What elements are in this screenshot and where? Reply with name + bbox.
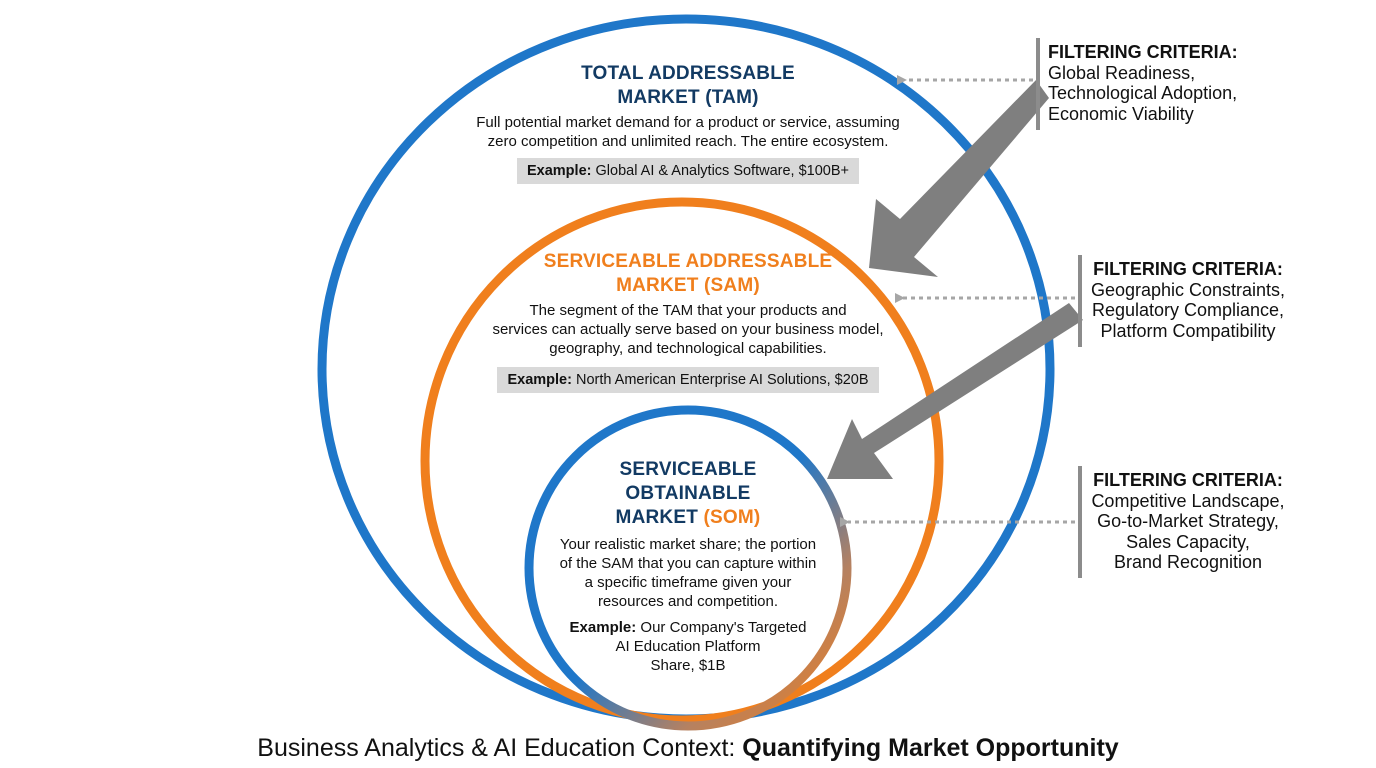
som-title-line1: SERVICEABLE [619,459,757,480]
som-description-line: of the SAM that you can capture within [559,555,817,572]
sam-example-label: Example: [507,372,572,388]
sam-filtering-criteria: FILTERING CRITERIA: Geographic Constrain… [1088,259,1288,341]
tam-description-line: zero competition and unlimited reach. Th… [487,133,889,150]
sam-block: SERVICEABLE ADDRESSABLE MARKET (SAM) The… [438,250,938,393]
criteria-item: Economic Viability [1048,103,1194,124]
criteria-item: Competitive Landscape, [1091,490,1285,511]
criteria-heading: FILTERING CRITERIA: [1093,470,1283,490]
criteria-item: Technological Adoption, [1048,83,1238,103]
footer-emphasis: Quantifying Market Opportunity [742,734,1119,762]
som-example-line: Share, $1B [650,657,726,674]
sam-description-line: services can actually serve based on you… [492,321,884,338]
tam-block: TOTAL ADDRESSABLE MARKET (TAM) Full pote… [438,62,938,184]
footer-context: Business Analytics & AI Education Contex… [257,734,743,762]
sam-title-line1: SERVICEABLE ADDRESSABLE [543,251,833,272]
tam-title-line2: MARKET (TAM) [617,87,759,108]
som-title-line3: MARKET (SOM) [538,506,838,530]
criteria-item: Geographic Constraints, [1090,279,1286,300]
tam-description-line: Full potential market demand for a produ… [476,114,900,131]
som-description-line: Your realistic market share; the portion [559,536,817,553]
som-description-line: resources and competition. [597,593,779,610]
som-filtering-criteria: FILTERING CRITERIA: Competitive Landscap… [1088,470,1288,573]
criteria-divider [1078,255,1082,347]
criteria-item: Global Readiness, [1048,62,1196,83]
sam-description: The segment of the TAM that your product… [438,301,938,358]
sam-circle [420,197,944,725]
som-description: Your realistic market share; the portion… [538,535,838,611]
criteria-heading: FILTERING CRITERIA: [1048,42,1238,62]
sam-description-line: geography, and technological capabilitie… [549,340,827,357]
sam-title: SERVICEABLE ADDRESSABLE MARKET (SAM) [438,250,938,298]
som-example-line: Our Company's Targeted [640,619,807,636]
som-title: SERVICEABLE OBTAINABLE MARKET (SOM) [538,458,838,530]
som-example: Example: Our Company's Targeted AI Educa… [538,618,838,675]
sam-example-text: North American Enterprise AI Solutions, … [575,372,869,388]
som-block: SERVICEABLE OBTAINABLE MARKET (SOM) Your… [538,458,838,675]
sam-to-som-arrow [827,303,1083,479]
tam-title: TOTAL ADDRESSABLE MARKET (TAM) [438,62,938,110]
criteria-item: Go-to-Market Strategy, [1097,511,1279,531]
som-title-line2: OBTAINABLE [625,483,751,504]
criteria-item: Sales Capacity, [1126,531,1250,552]
tam-description: Full potential market demand for a produ… [438,113,938,151]
criteria-heading: FILTERING CRITERIA: [1093,259,1283,279]
som-example-label: Example: [569,619,637,636]
criteria-item: Regulatory Compliance, [1091,300,1285,320]
criteria-divider [1036,38,1040,130]
tam-example-label: Example: [526,163,592,179]
tam-title-line1: TOTAL ADDRESSABLE [581,63,795,84]
sam-example-badge: Example: North American Enterprise AI So… [497,367,879,393]
som-example-line: AI Education Platform [615,638,761,655]
footer-caption: Business Analytics & AI Education Contex… [0,732,1376,764]
sam-description-line: The segment of the TAM that your product… [529,302,847,319]
sam-title-line2: MARKET (SAM) [616,275,760,296]
criteria-divider [1078,466,1082,578]
tam-example-text: Global AI & Analytics Software, $100B+ [595,163,850,179]
criteria-item: Brand Recognition [1113,552,1263,572]
som-description-line: a specific timeframe given your [584,574,792,591]
criteria-item: Platform Compatibility [1100,320,1276,341]
tam-filtering-criteria: FILTERING CRITERIA: Global Readiness, Te… [1048,42,1238,124]
tam-to-sam-arrow [869,80,1049,277]
som-circle [524,405,852,731]
som-title-market: MARKET [615,507,699,528]
som-title-abbrev: (SOM) [703,507,761,528]
tam-example-badge: Example: Global AI & Analytics Software,… [516,158,859,184]
